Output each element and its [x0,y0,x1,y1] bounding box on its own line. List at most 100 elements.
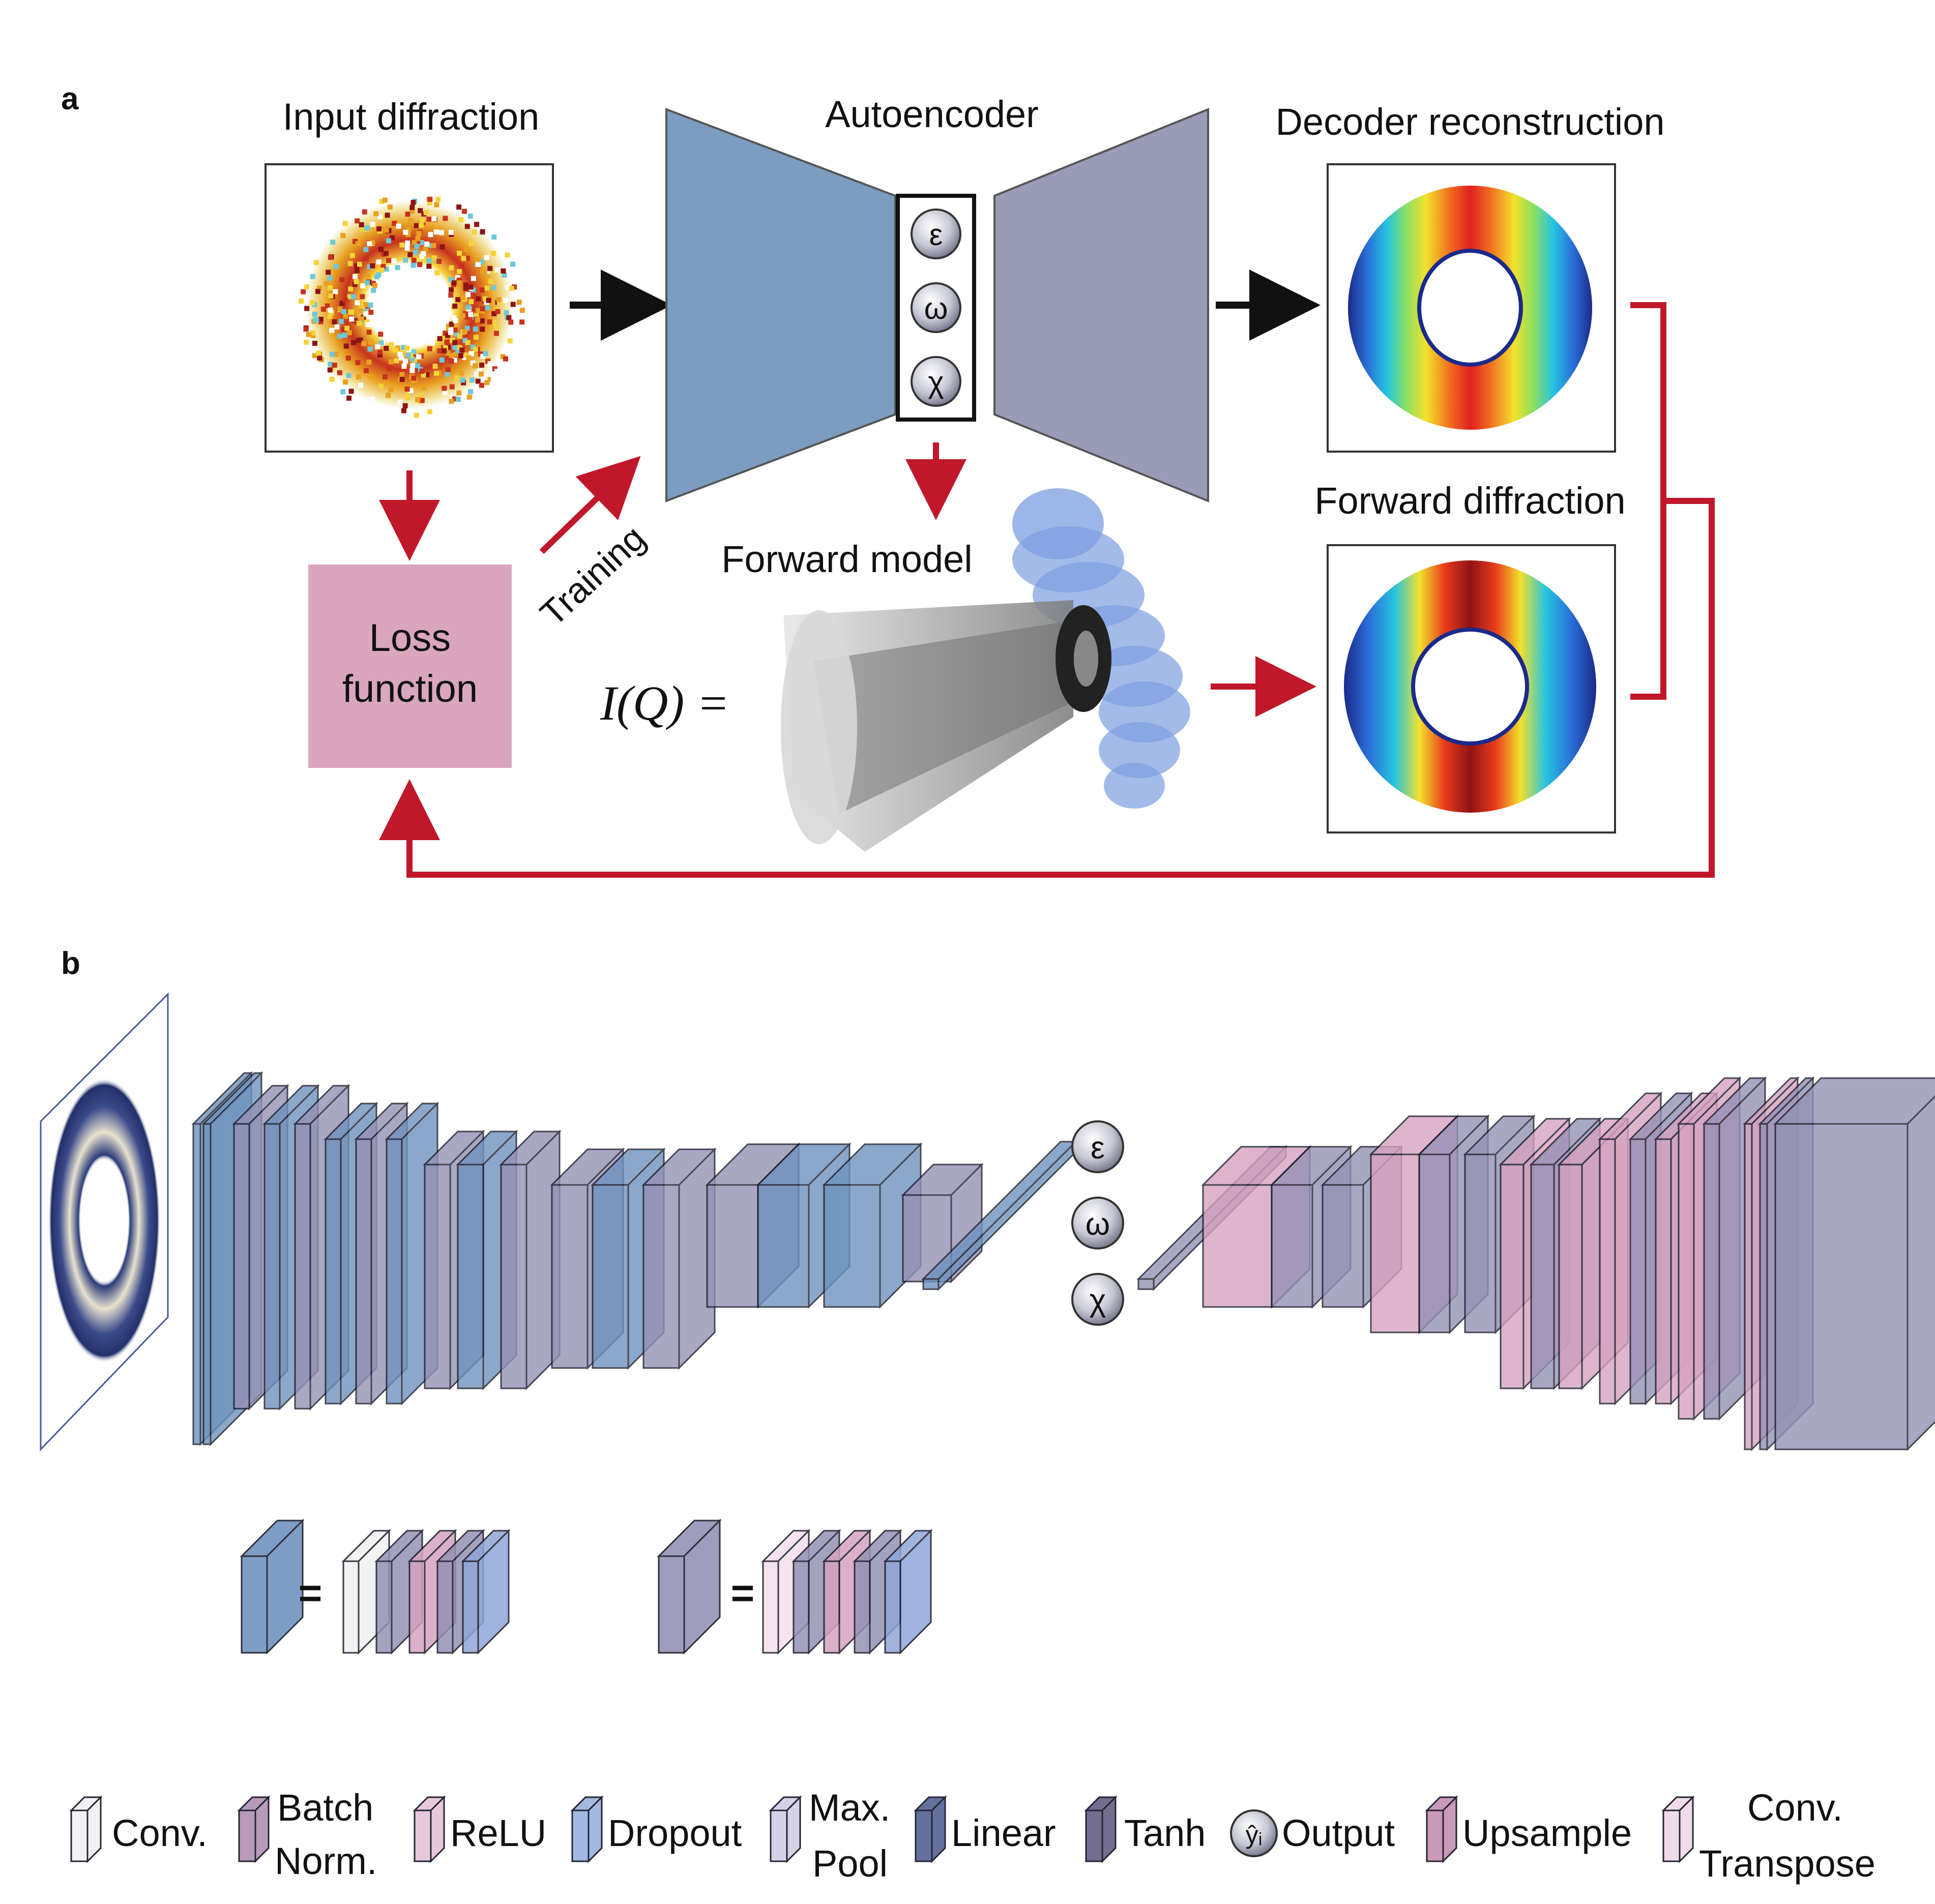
noise-pixel [485,305,490,311]
noise-pixel [427,196,433,202]
noise-pixel [444,339,450,345]
noise-pixel [462,329,467,335]
composition-equals-purple: = [731,1570,755,1616]
noise-pixel [473,326,478,332]
noise-pixel [468,241,474,246]
noise-pixel [368,302,373,308]
forward-model-illustration [781,488,1190,852]
noise-pixel [442,348,447,353]
noise-pixel [458,353,463,359]
noise-pixel [421,251,426,256]
noise-pixel [343,298,348,303]
noise-pixel [386,238,391,244]
noise-pixel [490,251,496,256]
noise-pixel [482,296,488,302]
noise-pixel [439,358,445,363]
noise-pixel [310,274,315,279]
noise-pixel [408,218,414,223]
noise-pixel [423,246,428,251]
legend-tanh-icon [1084,1795,1118,1863]
panel-b-input-image [40,992,169,1451]
noise-pixel [452,303,458,309]
noise-pixel [426,258,432,263]
noise-pixel [405,232,411,237]
noise-pixel [355,241,361,246]
noise-pixel [449,352,454,358]
noise-pixel [370,263,375,269]
noise-pixel [380,263,386,269]
noise-pixel [505,252,510,258]
noise-pixel [418,222,424,228]
noise-pixel [351,340,357,345]
encoder-trapezoid [665,108,896,502]
noise-pixel [503,298,508,303]
noise-pixel [357,261,362,267]
noise-pixel [455,348,461,353]
noise-pixel [328,307,333,313]
noise-pixel [475,378,481,384]
noise-pixel [406,227,412,232]
noise-pixel [304,284,309,290]
noise-pixel [519,319,525,325]
noise-pixel [456,397,461,402]
noise-pixel [392,221,397,226]
noise-pixel [464,325,470,331]
noise-pixel [364,368,369,373]
noise-pixel [459,347,465,353]
noise-pixel [445,367,451,372]
noise-pixel [391,410,396,416]
noise-pixel [377,352,383,358]
noise-pixel [449,287,454,292]
noise-pixel [368,310,374,315]
noise-pixel [493,324,499,330]
noise-pixel [476,308,481,313]
noise-pixel [370,397,375,402]
decoder-layer [1773,1077,1935,1451]
legend-dropout: Dropout [608,1812,742,1854]
noise-pixel [427,346,432,351]
legend-dropout-icon [570,1795,604,1863]
noise-pixel [379,199,385,204]
noise-pixel [505,284,510,290]
noise-pixel [378,383,384,389]
noise-pixel [312,353,317,359]
noise-pixel [416,354,422,360]
noise-pixel [342,332,347,338]
noise-pixel [325,303,330,309]
noise-pixel [376,259,382,264]
noise-pixel [388,387,394,393]
noise-pixel [439,244,445,250]
noise-pixel [484,285,490,291]
noise-pixel [387,366,392,372]
noise-pixel [468,299,474,304]
noise-pixel [419,254,425,259]
noise-pixel [340,389,346,395]
noise-pixel [355,300,360,306]
panel-b-latent-epsilon: ε [1071,1120,1124,1173]
legend-maxpool-icon [769,1795,802,1863]
noise-pixel [459,370,464,376]
feedback-line-to-loss [379,498,1715,878]
noise-pixel [346,395,352,401]
noise-pixel [460,313,465,318]
noise-pixel [432,364,438,369]
training-label: Training [533,518,653,634]
noise-pixel [378,340,384,346]
noise-pixel [415,363,421,368]
noise-pixel [355,360,361,365]
noise-pixel [467,213,473,219]
noise-pixel [327,276,333,281]
noise-pixel [479,259,485,265]
noise-pixel [312,311,317,317]
noise-pixel [457,251,462,256]
noise-pixel [318,316,324,322]
noise-pixel [437,336,443,341]
noise-pixel [427,200,432,206]
noise-pixel [388,359,394,365]
noise-pixel [487,265,493,271]
noise-pixel [489,269,495,274]
noise-pixel [340,233,346,239]
noise-pixel [457,334,462,339]
noise-pixel [434,270,440,276]
noise-pixel [479,363,485,368]
